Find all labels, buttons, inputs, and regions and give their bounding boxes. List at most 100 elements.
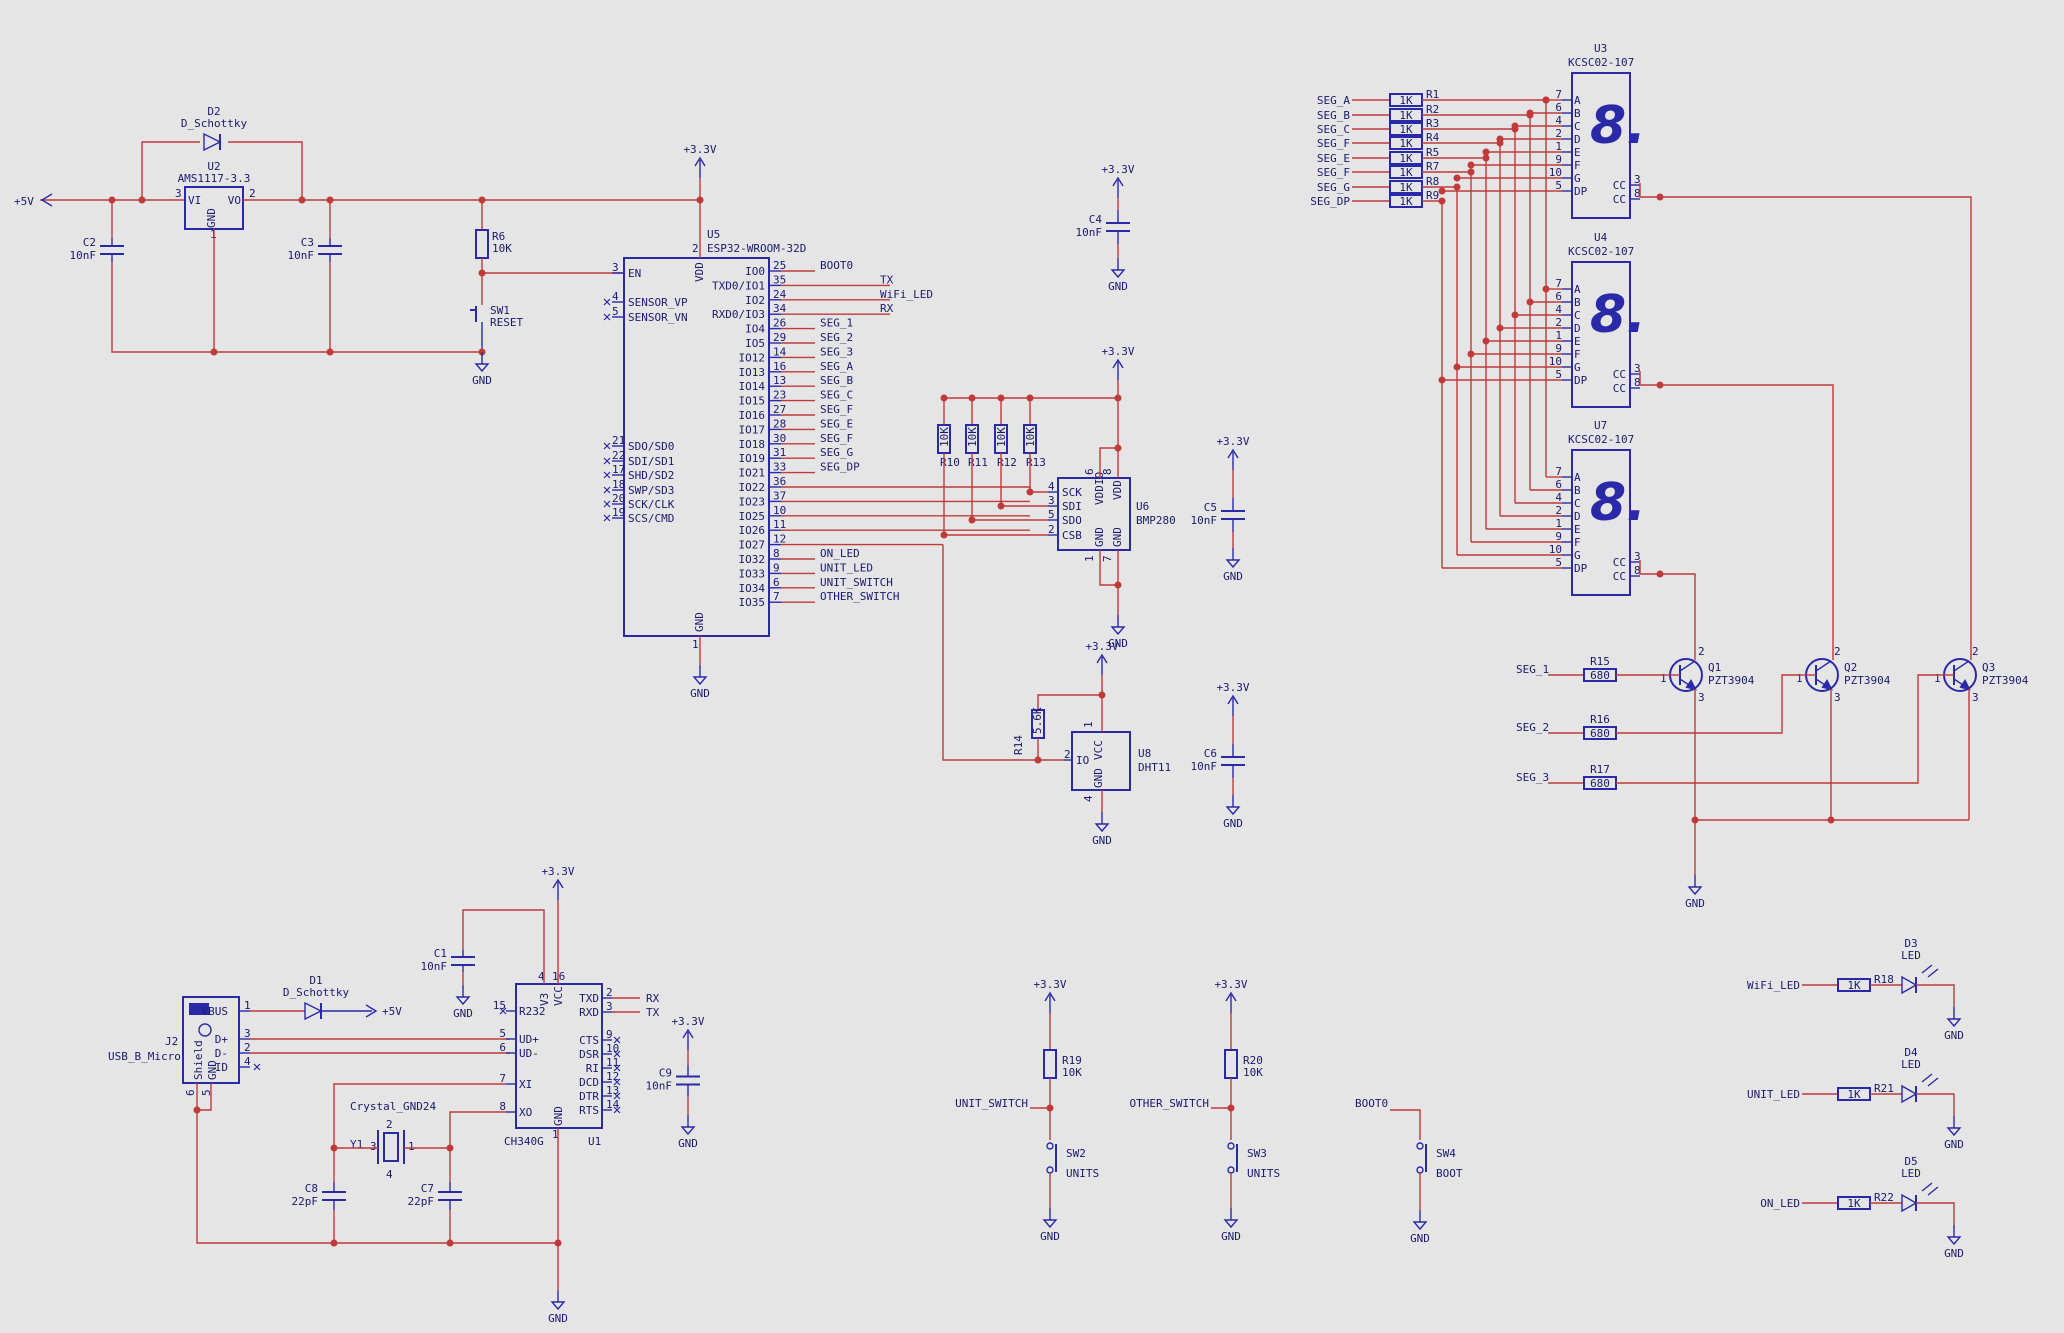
switch-contact-icon	[1416, 1166, 1424, 1174]
ch-p4: 4	[538, 970, 545, 983]
seg-res-value: 1K	[1399, 152, 1413, 165]
gnd-label: GND	[1944, 1247, 1964, 1260]
esp32-right-pin-num: 35	[773, 273, 786, 286]
junction-dot	[1453, 174, 1461, 182]
power-label: +3.3V	[1214, 978, 1247, 991]
res-ref: R6	[492, 230, 505, 243]
u8-p2: 2	[1064, 748, 1071, 761]
j2-dm: D-	[215, 1047, 228, 1060]
led-ray-icon	[1927, 1077, 1939, 1087]
junction-dot	[1511, 311, 1519, 319]
esp32-right-pin-name: IO21	[739, 467, 766, 480]
led-ray-icon	[1927, 968, 1939, 978]
esp32-left-pin-name: EN	[628, 267, 641, 280]
emitter-arrow-icon	[1821, 679, 1833, 691]
cap-value: 10nF	[288, 249, 315, 262]
gnd-label: GND	[1108, 637, 1128, 650]
esp32-right-pin-name: IO27	[739, 539, 766, 552]
cap-ref: C4	[1089, 213, 1103, 226]
esp32-left-pin-num: 19	[612, 506, 625, 519]
u2-pin-vi: VI	[188, 194, 201, 207]
esp32-right-pin-num: 34	[773, 302, 787, 315]
cap-value: 10nF	[1191, 514, 1218, 527]
sw4-ref: SW4	[1436, 1147, 1456, 1160]
esp32-right-pin-name: IO33	[739, 567, 766, 580]
no-connect-icon	[603, 313, 611, 321]
power-label: +3.3V	[1033, 978, 1066, 991]
ch-v3: V3	[538, 993, 551, 1006]
gnd-arrow-icon	[1042, 1219, 1058, 1229]
gnd-symbol	[1110, 258, 1126, 279]
esp32-net-label: TX	[880, 273, 894, 286]
pullup-value: 10K	[995, 427, 1008, 447]
esp32-net-label: UNIT_LED	[820, 561, 873, 574]
seg-res-ref: R1	[1426, 88, 1439, 101]
seg-res-ref: R9	[1426, 189, 1439, 202]
no-connect-icon	[613, 1092, 621, 1100]
display-pin-name: F	[1574, 348, 1581, 361]
u2-pin-vo: VO	[228, 194, 241, 207]
display-pin-name: D	[1574, 510, 1581, 523]
led-value: LED	[1901, 1058, 1921, 1071]
display-pin-name: G	[1574, 549, 1581, 562]
display-pin-num: 1	[1555, 140, 1562, 153]
esp32-right-pin-name: IO13	[739, 366, 766, 379]
esp32-right-pin-num: 26	[773, 317, 786, 330]
display-cc-name: CC	[1613, 382, 1626, 395]
display-pin-num: 4	[1555, 114, 1562, 127]
cap-ref: C5	[1204, 501, 1217, 514]
seg-net-label: SEG_DP	[1310, 195, 1350, 208]
u2-pin-gnd: GND	[205, 208, 218, 228]
gnd-label: GND	[1092, 834, 1112, 847]
junction-dot	[1526, 298, 1534, 306]
transistor-collector	[1679, 660, 1696, 672]
gnd-arrow-icon	[1110, 269, 1126, 279]
led-ref: D3	[1904, 937, 1917, 950]
display-cc-name: CC	[1613, 556, 1626, 569]
led-net-label: UNIT_LED	[1747, 1088, 1800, 1101]
display-pin-num: 6	[1555, 478, 1562, 491]
u6-ref: U6	[1136, 500, 1149, 513]
esp32-right-pin-num: 9	[773, 561, 780, 574]
d2-value: D_Schottky	[181, 117, 248, 130]
esp32-right-pin-name: IO22	[739, 481, 766, 494]
junction-dot	[1482, 148, 1490, 156]
display-pin-num: 7	[1555, 277, 1562, 290]
esp32-left-pin-name: SWP/SD3	[628, 484, 674, 497]
gnd-label: GND	[548, 1312, 568, 1325]
no-connect-icon	[603, 457, 611, 465]
junction-dot	[1542, 285, 1550, 293]
led-res-value: 1K	[1847, 979, 1861, 992]
base-res-value: 680	[1590, 669, 1610, 682]
esp32-left-pin-num: 17	[612, 463, 625, 476]
switch-ref: SW2	[1066, 1147, 1086, 1160]
q-pin-b: 1	[1796, 672, 1803, 685]
power-label: +3.3V	[1216, 435, 1249, 448]
q-pin-e: 3	[1834, 691, 1841, 704]
gnd-symbol	[1687, 875, 1703, 896]
display-glyph-icon: 8.	[1590, 473, 1646, 533]
display-ref: U3	[1594, 42, 1607, 55]
esp32-net-label: BOOT0	[820, 259, 853, 272]
bmp-pin-name: SDO	[1062, 514, 1082, 527]
seg-res-ref: R3	[1426, 117, 1439, 130]
display-pin-name: G	[1574, 172, 1581, 185]
display-u7-body	[1571, 449, 1631, 596]
no-connect-icon	[603, 486, 611, 494]
usb-trident-icon	[198, 1023, 212, 1037]
esp32-net-label: SEG_A	[820, 360, 853, 373]
power-arrow-icon	[1096, 653, 1108, 664]
pullup-ref: R13	[1026, 456, 1046, 469]
base-res-value: 680	[1590, 777, 1610, 790]
esp32-right-pin-name: IO18	[739, 438, 766, 451]
display-pin-num: 9	[1555, 153, 1562, 166]
transistor-collector	[1953, 660, 1970, 672]
bmp-vddio: VDDIO	[1093, 472, 1106, 505]
display-pin-name: D	[1574, 133, 1581, 146]
display-pin-name: C	[1574, 120, 1581, 133]
gnd-arrow-icon	[455, 996, 471, 1006]
q-pin-e: 3	[1972, 691, 1979, 704]
no-connect-icon	[603, 500, 611, 508]
j2-pin-num: 4	[244, 1055, 251, 1068]
display-pin-num: 10	[1549, 166, 1562, 179]
